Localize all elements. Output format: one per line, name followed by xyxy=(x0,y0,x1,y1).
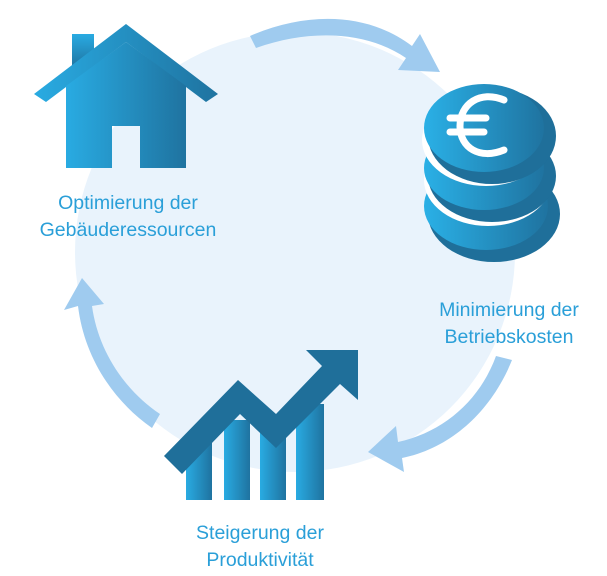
euro-coin-stack-icon xyxy=(422,84,560,262)
label-gebaeuderessourcen: Optimierung der Gebäuderessourcen xyxy=(18,190,238,244)
arrow-bottom-to-left xyxy=(64,278,160,428)
arrow-top-to-right xyxy=(250,18,440,73)
label-produktivitaet: Steigerung der Produktivität xyxy=(150,520,370,574)
label-line: Optimierung der xyxy=(58,192,198,214)
label-line: Betriebskosten xyxy=(444,326,574,348)
cycle-arrows xyxy=(64,18,512,472)
label-line: Steigerung der xyxy=(196,522,324,544)
house-icon xyxy=(34,24,218,168)
arrow-right-to-bottom xyxy=(368,356,512,472)
label-line: Gebäuderessourcen xyxy=(39,219,217,241)
label-betriebskosten: Minimierung der Betriebskosten xyxy=(404,297,607,351)
label-line: Produktivität xyxy=(206,549,314,571)
growth-chart-icon xyxy=(164,350,358,500)
euro-symbol-icon xyxy=(446,93,508,158)
label-line: Minimierung der xyxy=(439,299,579,321)
